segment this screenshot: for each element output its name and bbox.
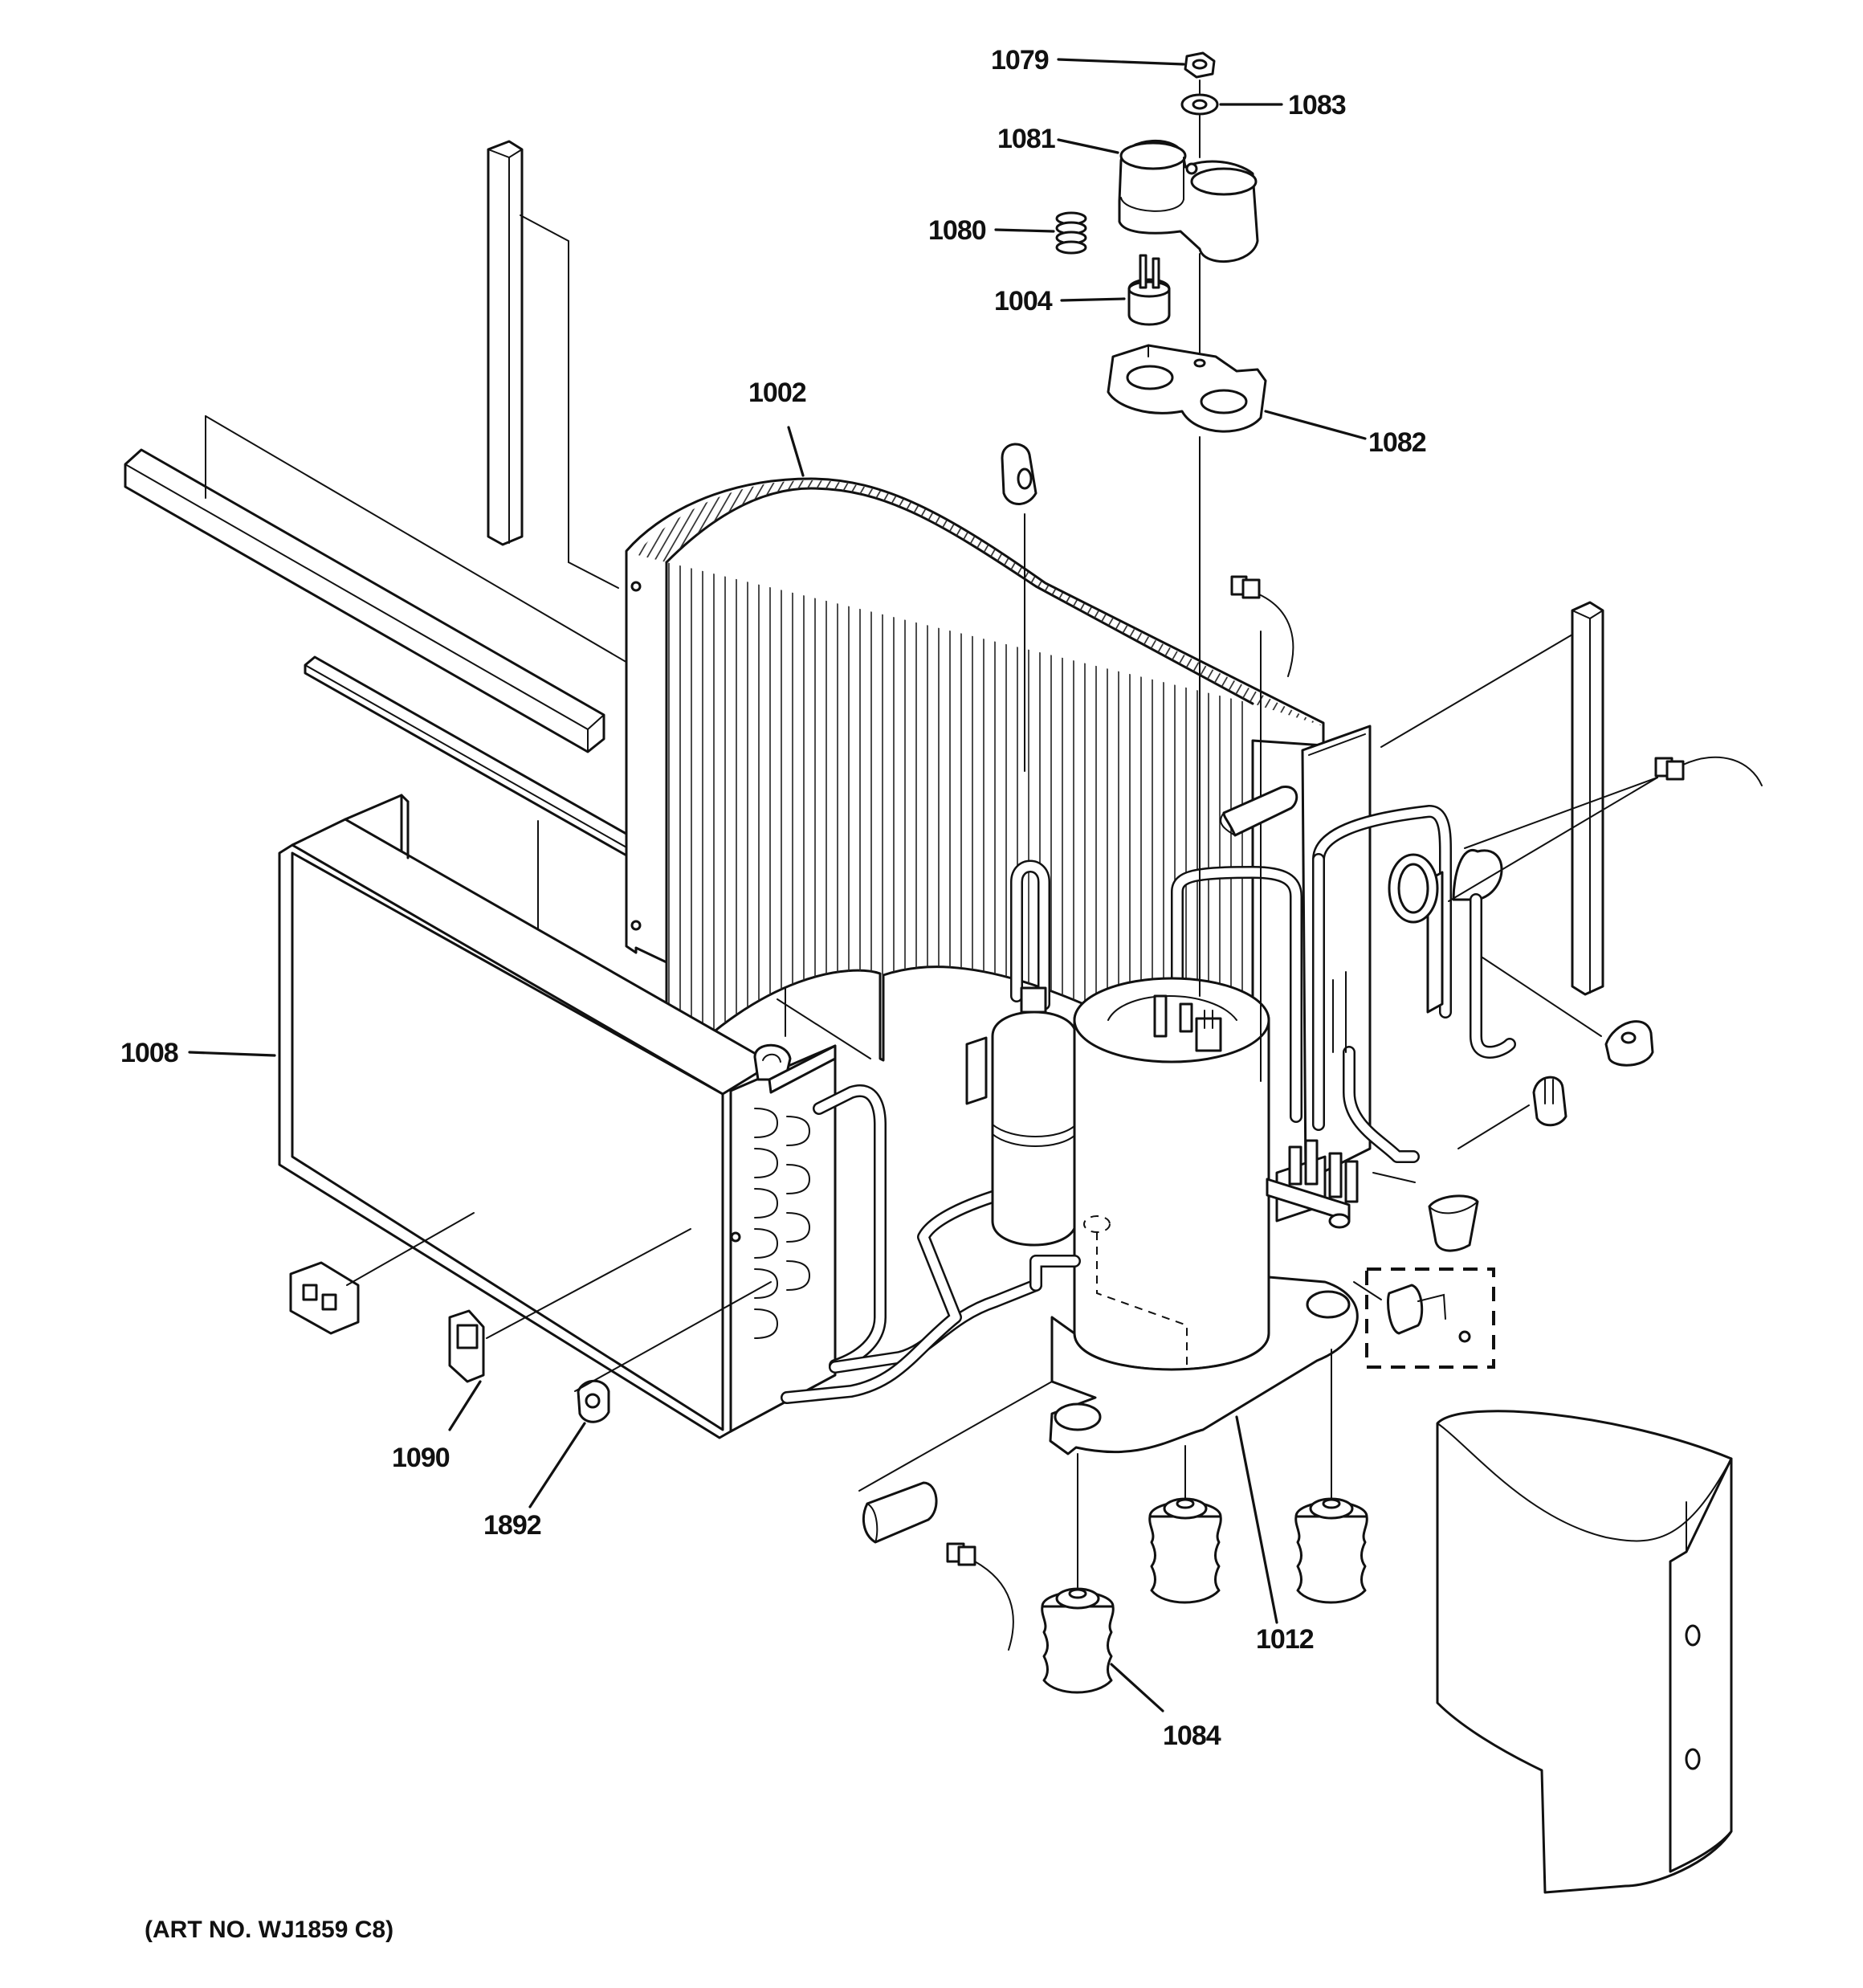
part-label-1082: 1082 [1368, 427, 1426, 458]
part-label-1008: 1008 [120, 1038, 178, 1068]
part-label-1084: 1084 [1163, 1721, 1221, 1751]
part-label-1002: 1002 [748, 378, 806, 408]
condenser-coil-1008 [278, 794, 887, 1439]
connector-with-wire-right [1448, 756, 1763, 902]
overload-protector-dashed [1353, 1268, 1495, 1369]
gasket-plate-1082 [1107, 344, 1267, 433]
mounting-grommet-1 [1148, 1445, 1222, 1604]
hex-nut-1079 [1184, 51, 1216, 79]
connector-with-wire-bottom [946, 1542, 1014, 1651]
washer-1083 [1180, 93, 1219, 116]
accumulator [965, 859, 1078, 1247]
tube-clip-top [1001, 443, 1037, 772]
part-label-1892: 1892 [483, 1510, 541, 1541]
return-bends [754, 1108, 811, 1339]
plug-1004 [1127, 254, 1171, 326]
part-label-1083: 1083 [1288, 90, 1346, 120]
compressor [1029, 866, 1359, 1455]
spring-1080 [1055, 211, 1087, 255]
tube-insulation-sleeve [1220, 786, 1298, 837]
insulation-sleeve-bottom [858, 1381, 1053, 1544]
foam-strip-vertical-right [1571, 601, 1604, 996]
evaporator-coil-1002 [625, 477, 1325, 1094]
clamp-1892 [574, 1281, 772, 1423]
art-number: (ART NO. WJ1859 C8) [145, 1917, 393, 1943]
foam-strip-long-diagonal [124, 448, 605, 753]
part-label-1081: 1081 [997, 124, 1055, 154]
bracket-left-bottom [289, 1212, 475, 1335]
part-label-1080: 1080 [928, 215, 986, 246]
part-label-1012: 1012 [1256, 1624, 1314, 1655]
mounting-grommet-2 [1294, 1349, 1368, 1604]
part-label-1079: 1079 [991, 45, 1049, 76]
connector-with-wire-top [1230, 575, 1294, 677]
valve-body-1081 [1118, 140, 1259, 263]
part-label-1090: 1090 [392, 1443, 450, 1473]
foam-strip-vertical-left [487, 140, 524, 546]
tube-sleeve-right [1372, 1172, 1479, 1252]
bracket-1090 [448, 1228, 691, 1383]
right-tubing-assembly [1260, 631, 1516, 1229]
part-label-1004: 1004 [994, 286, 1053, 316]
compressor-sound-blanket [1436, 1410, 1733, 1894]
condenser-clip [753, 1043, 837, 1094]
grommet-right [1482, 957, 1654, 1067]
tube-clip-right [1457, 1076, 1567, 1149]
mounting-grommet-3 [1041, 1453, 1115, 1694]
